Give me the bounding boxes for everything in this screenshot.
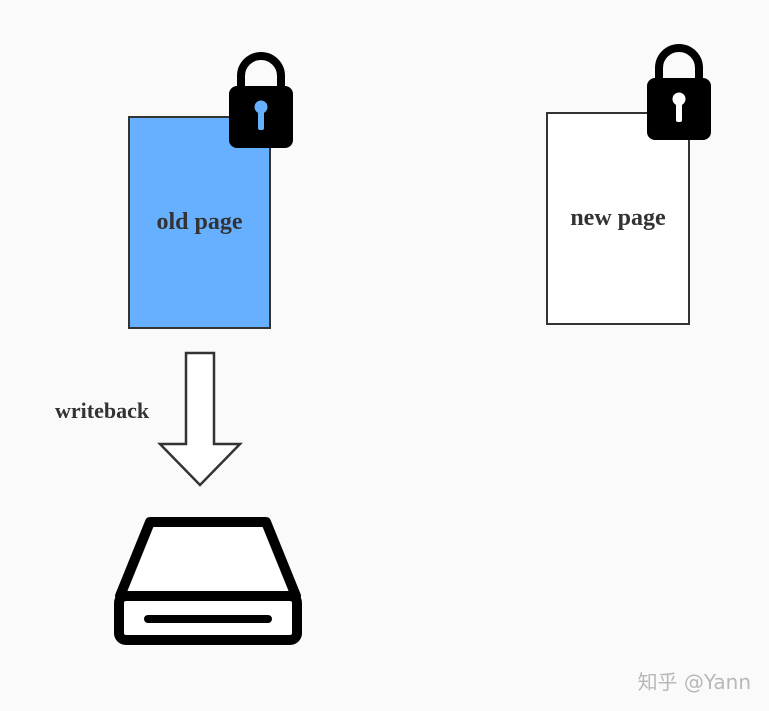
hard-drive-icon xyxy=(114,517,302,645)
old-page-label: old page xyxy=(156,209,243,235)
new-page-label: new page xyxy=(570,205,666,231)
new-page-box: new page xyxy=(546,112,690,325)
lock-icon xyxy=(647,44,711,140)
old-page-box: old page xyxy=(128,116,271,329)
watermark: 知乎 @Yann xyxy=(637,670,751,694)
down-arrow-icon xyxy=(157,351,243,487)
writeback-label: writeback xyxy=(55,398,150,423)
lock-icon xyxy=(229,52,293,148)
